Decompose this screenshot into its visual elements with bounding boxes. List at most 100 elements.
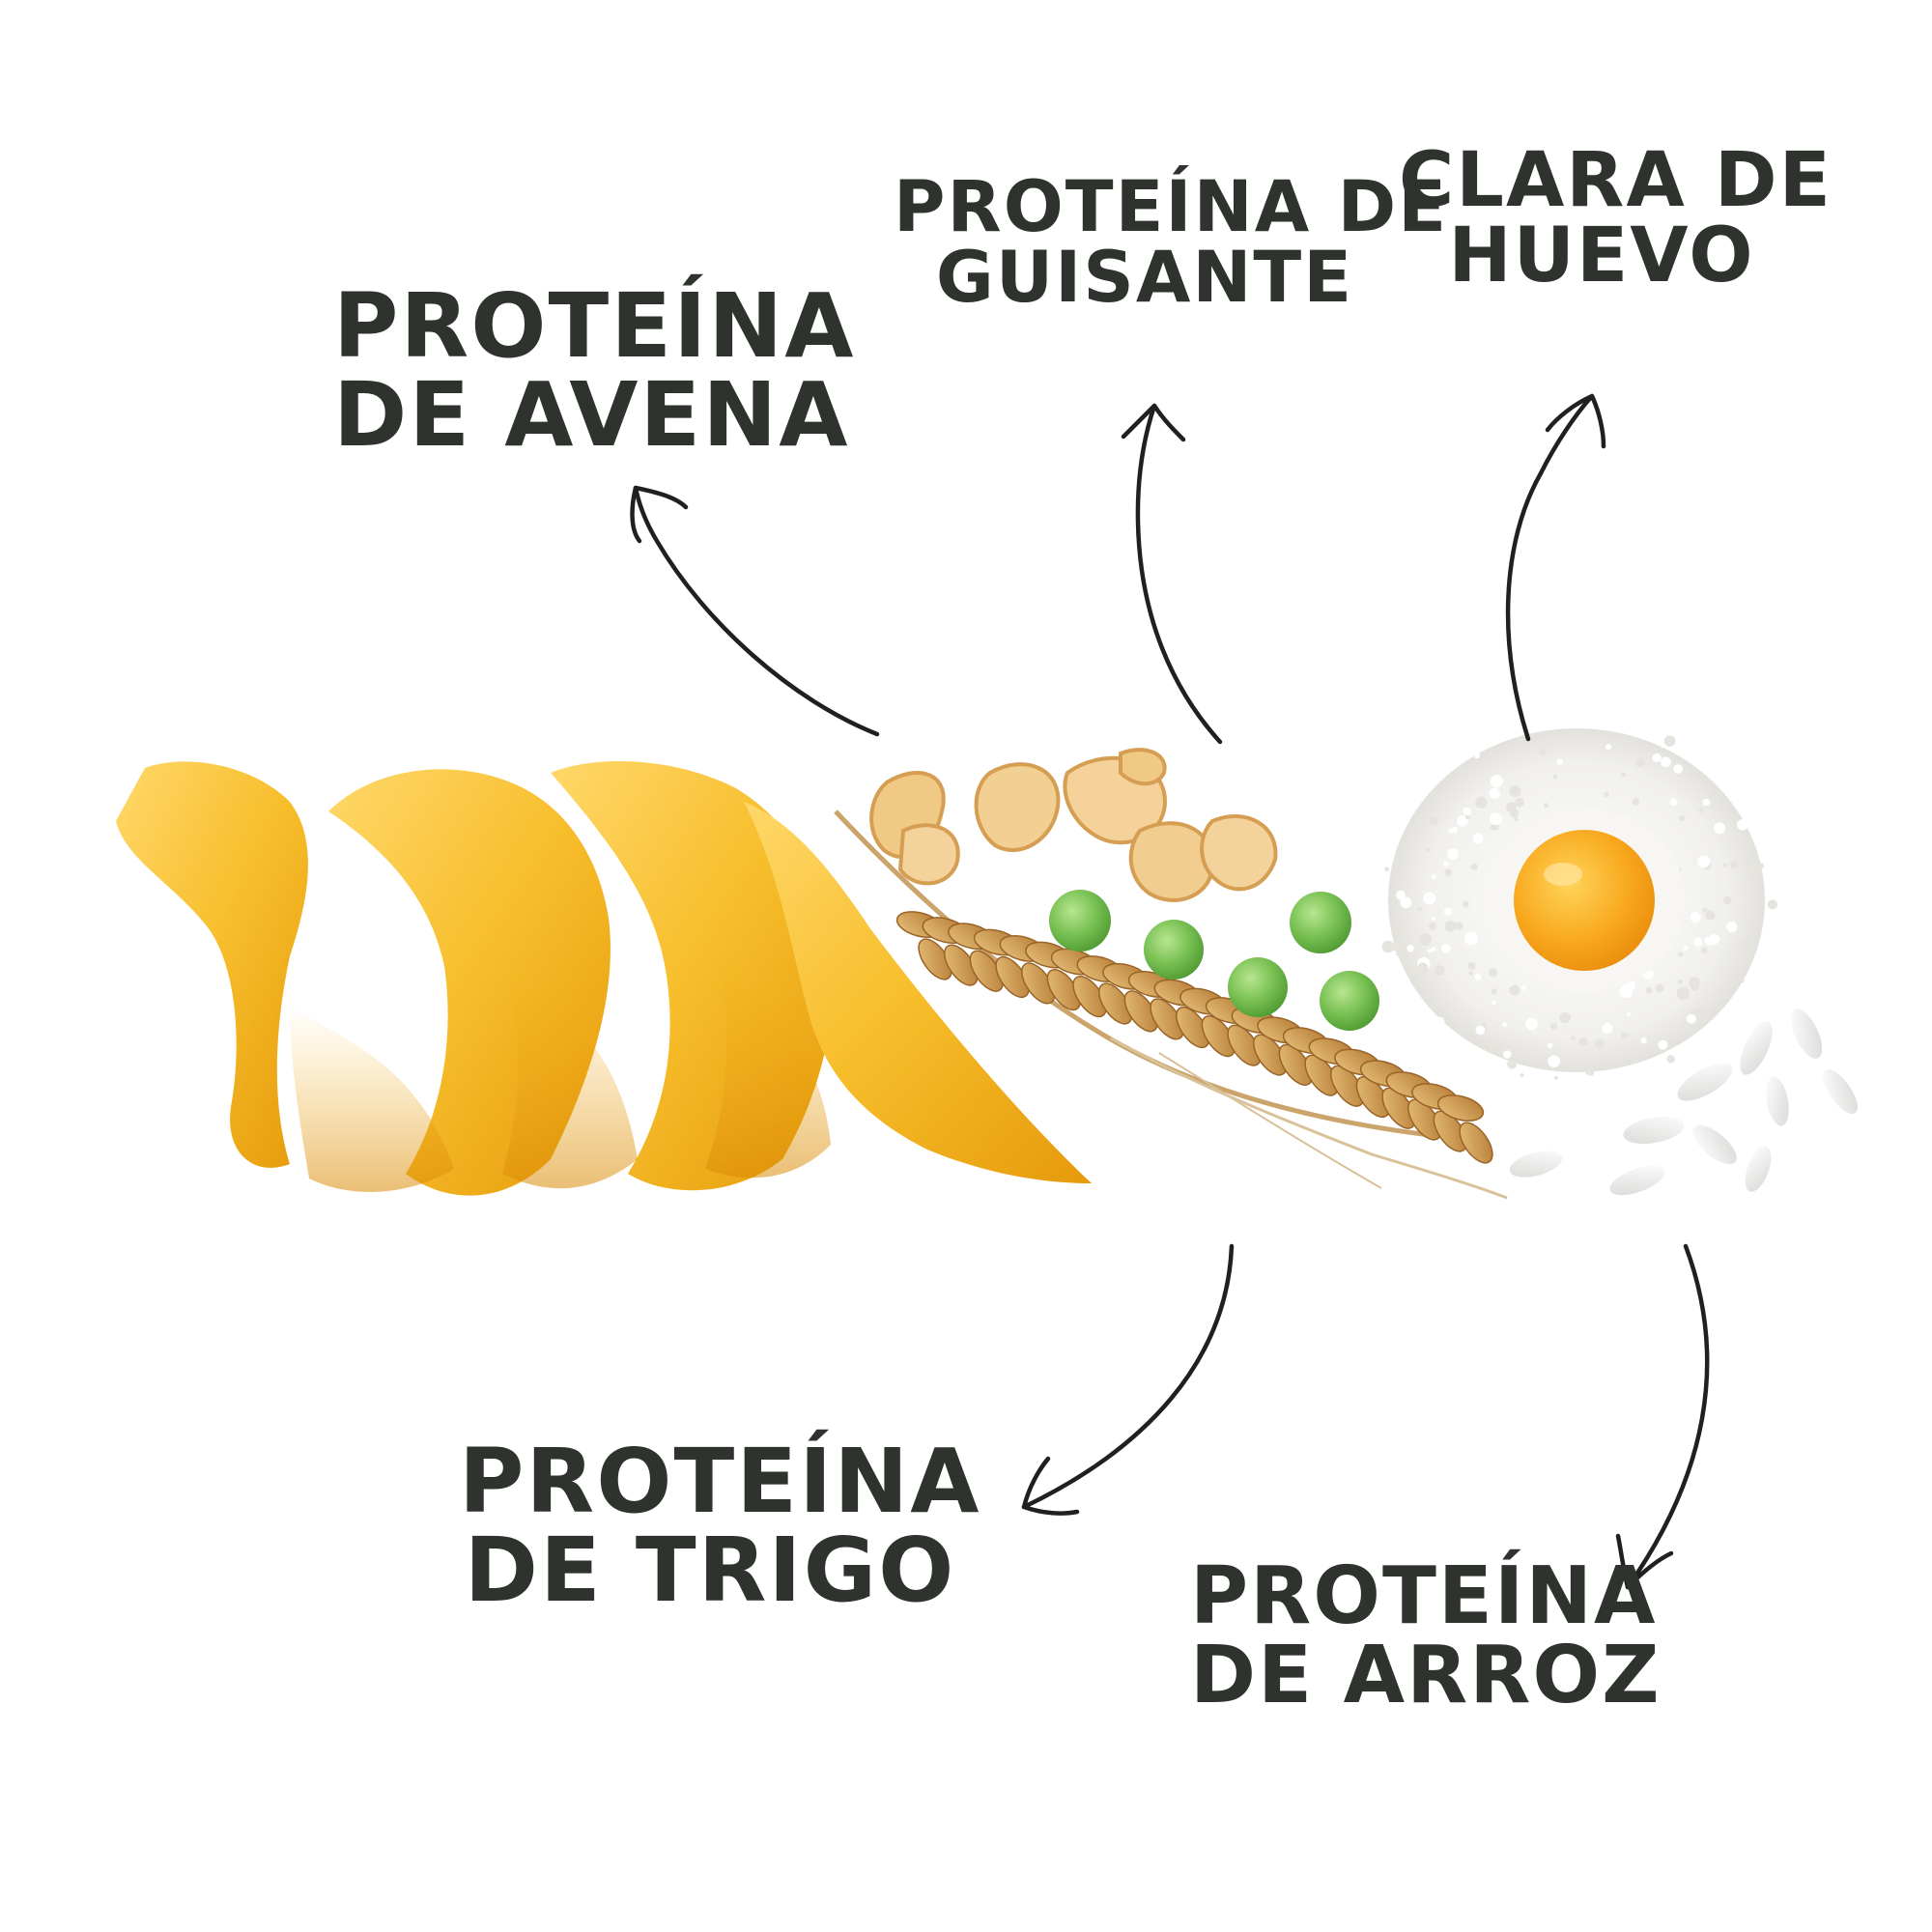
flour-speck	[1521, 985, 1526, 990]
flour-speck	[1429, 816, 1438, 826]
wheat-grain	[1381, 1087, 1416, 1129]
label-pea-line-2: GUISANTE	[935, 237, 1354, 319]
flour-speck	[1474, 973, 1482, 981]
flour-speck	[1434, 1016, 1445, 1029]
wheat-ear-image	[834, 810, 1508, 1200]
wheat-grain	[1436, 1094, 1485, 1122]
flour-speck	[1429, 923, 1436, 930]
label-oat-line-1: PROTEÍNA	[333, 274, 856, 378]
flour-speck	[1702, 907, 1708, 913]
flour-speck	[1737, 819, 1748, 831]
label-oat-line-2: DE AVENA	[333, 363, 850, 467]
flour-speck	[1440, 944, 1451, 953]
flour-speck	[1740, 978, 1745, 983]
flour-speck	[1714, 822, 1726, 835]
wheat-grain	[1355, 1075, 1390, 1119]
flour-speck	[1491, 988, 1497, 995]
flour-speck	[1678, 815, 1686, 822]
flour-speck	[1621, 772, 1626, 778]
flour-speck	[1559, 1011, 1572, 1024]
flour-speck	[1556, 758, 1563, 765]
flour-speck	[1482, 1022, 1487, 1028]
flour-speck	[1701, 947, 1708, 953]
flour-speck	[1455, 922, 1463, 931]
flour-speck	[1381, 940, 1395, 953]
flour-speck	[1663, 735, 1676, 747]
flour-speck	[1393, 855, 1406, 867]
flour-speck	[1396, 949, 1405, 957]
flour-speck	[1690, 912, 1701, 923]
flour-speck	[1645, 986, 1653, 994]
oat-flakes-image	[869, 748, 1278, 902]
flour-speck	[1448, 828, 1453, 834]
wheat-grain	[1330, 1065, 1365, 1107]
flour-speck	[1381, 844, 1393, 855]
flour-speck	[1503, 1050, 1512, 1059]
rice-grains-image	[1509, 1009, 1858, 1196]
flour-speck	[1627, 1011, 1632, 1016]
flour-speck	[1578, 1037, 1589, 1047]
flour-speck	[1604, 791, 1609, 798]
flour-speck	[1552, 775, 1557, 780]
flour-speck	[1447, 848, 1460, 861]
flour-speck	[1475, 1025, 1486, 1036]
label-pea-protein: PROTEÍNA DE GUISANTE	[894, 172, 1446, 319]
flour-speck	[1571, 1036, 1576, 1041]
flour-speck	[1757, 863, 1765, 869]
flour-speck	[1470, 863, 1478, 870]
flour-speck	[1464, 814, 1470, 820]
flour-speck	[1417, 962, 1429, 975]
flour-speck	[1676, 986, 1690, 1001]
flour-speck	[1507, 1059, 1517, 1069]
flour-speck	[1514, 816, 1519, 822]
label-oat-protein: PROTEÍNA DE AVENA	[333, 282, 856, 460]
flour-speck	[1431, 947, 1436, 952]
flour-speck	[1416, 906, 1422, 912]
flour-speck	[1475, 796, 1488, 810]
flour-speck	[1704, 936, 1712, 945]
label-rice-protein: PROTEÍNA DE ARROZ	[1190, 1550, 1660, 1716]
flour-speck	[1432, 916, 1435, 921]
label-rice-line-1: PROTEÍNA	[1190, 1550, 1658, 1642]
flour-speck	[1602, 1023, 1613, 1034]
flour-speck	[1423, 892, 1436, 905]
label-wheat-line-1: PROTEÍNA	[459, 1430, 981, 1533]
flour-speck	[1444, 868, 1452, 876]
flour-speck	[1442, 861, 1449, 867]
flour-speck	[1548, 1042, 1553, 1049]
flour-speck	[1677, 980, 1683, 984]
flour-speck	[1719, 781, 1727, 788]
flour-speck	[1658, 1039, 1668, 1050]
flour-speck	[1742, 937, 1755, 952]
wheat-grain	[1278, 1043, 1313, 1086]
flour-speck	[1434, 965, 1445, 976]
flour-speck	[1396, 890, 1406, 900]
flour-speck	[1520, 1073, 1524, 1078]
flour-speck	[1697, 855, 1711, 868]
flour-speck	[1702, 798, 1711, 807]
flour-speck	[1509, 984, 1520, 996]
flour-speck	[1730, 861, 1738, 868]
flour-speck	[1431, 874, 1436, 880]
wheat-grain	[1407, 1098, 1442, 1141]
flour-speck	[1425, 847, 1431, 853]
flour-speck	[1544, 803, 1549, 809]
flour-speck	[1655, 983, 1664, 993]
label-wheat-protein: PROTEÍNA DE TRIGO	[459, 1430, 981, 1615]
flour-speck	[1419, 933, 1432, 947]
flour-speck	[1652, 753, 1662, 763]
flour-speck	[1678, 952, 1684, 957]
fusilli-pasta-image	[116, 761, 1092, 1196]
flour-speck	[1698, 808, 1704, 813]
flour-speck	[1722, 863, 1728, 867]
flour-speck	[1515, 797, 1524, 808]
flour-speck	[1687, 1013, 1696, 1024]
flour-speck	[1683, 945, 1689, 951]
flour-speck	[1502, 1022, 1507, 1028]
flour-speck	[1767, 899, 1777, 910]
label-egg-line-2: HUEVO	[1448, 213, 1755, 299]
flour-speck	[1584, 1074, 1592, 1082]
egg-in-flour-image	[1381, 728, 1777, 1082]
